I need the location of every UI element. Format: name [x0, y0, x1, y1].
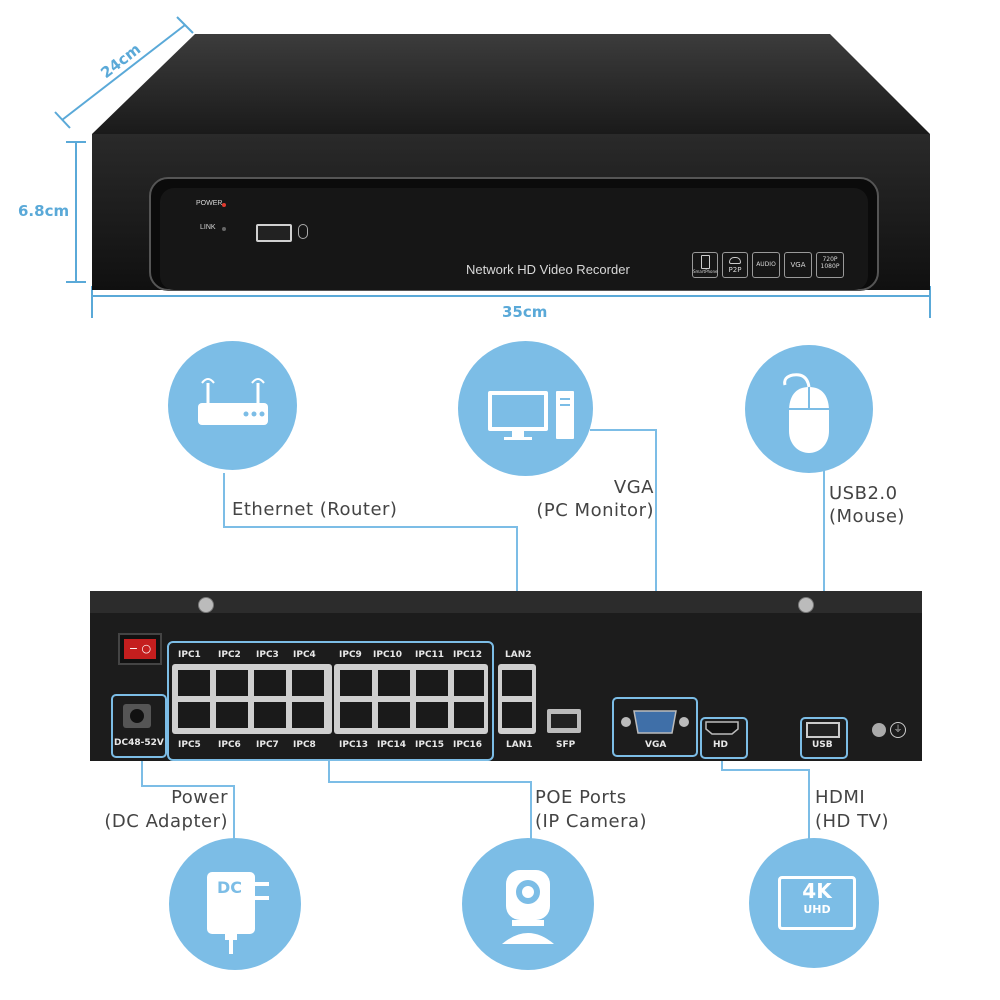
usb-port-label: USB: [812, 740, 833, 750]
port-label: IPC11: [415, 650, 445, 660]
link-indicator-label: LINK: [200, 224, 216, 231]
audio-badge: AUDIO: [752, 252, 780, 278]
lan2-label: LAN2: [505, 650, 532, 660]
usb-port-highlight: [800, 717, 848, 759]
vga-badge: VGA: [784, 252, 812, 278]
port-label: IPC3: [256, 650, 279, 660]
router-icon: [198, 378, 268, 425]
port-label: IPC16: [453, 740, 483, 750]
product-name: Network HD Video Recorder: [466, 262, 630, 277]
smartphone-badge: SmartPhone: [692, 252, 718, 278]
ip-camera-icon: [502, 870, 554, 944]
port-label: IPC7: [256, 740, 279, 750]
dimension-lines: [54, 16, 931, 318]
port-label: IPC10: [373, 650, 403, 660]
port-label: IPC1: [178, 650, 201, 660]
dc-input-highlight: [111, 694, 167, 758]
poe-rj45-ports[interactable]: [170, 664, 490, 736]
port-label: IPC13: [339, 740, 369, 750]
dc-input-jack[interactable]: [123, 704, 151, 728]
vga-callout-desc: (PC Monitor): [536, 500, 654, 521]
dc-icon-text: DC: [217, 878, 243, 897]
port-label: IPC15: [415, 740, 445, 750]
poe-ports-highlight: [167, 641, 494, 761]
hdmi-callout-title: HDMI: [815, 787, 866, 808]
dc-input-label: DC48-52V: [114, 738, 164, 748]
hdmi-port-label: HD: [713, 740, 729, 750]
mouse-icon: [298, 224, 308, 239]
mouse-icon-large: [783, 373, 829, 453]
ground-symbol-icon: ⏚: [890, 722, 906, 738]
nvr-front-chassis: [92, 34, 930, 291]
port-label: IPC6: [218, 740, 241, 750]
ethernet-callout: Ethernet (Router): [232, 499, 398, 520]
power-callout-title: Power: [171, 787, 228, 808]
uhd-4k-icon: 4K UHD: [778, 876, 856, 930]
port-label: IPC14: [377, 740, 407, 750]
power-led: [222, 203, 226, 207]
poe-callout-desc: (IP Camera): [535, 811, 648, 832]
port-label: IPC5: [178, 740, 201, 750]
power-callout-desc: (DC Adapter): [104, 811, 228, 832]
width-dimension: 35cm: [502, 303, 548, 321]
hd-tv-circle: [749, 838, 879, 968]
height-dimension: 6.8cm: [18, 202, 70, 220]
port-label: IPC2: [218, 650, 241, 660]
port-label: IPC4: [293, 650, 316, 660]
poe-callout-title: POE Ports: [535, 787, 627, 808]
hdmi-callout-desc: (HD TV): [815, 811, 889, 832]
link-led: [222, 227, 226, 231]
hdmi-port[interactable]: [704, 720, 740, 736]
resolution-badge: 720P 1080P: [816, 252, 844, 278]
hdmi-port-highlight: [700, 717, 748, 759]
rear-usb-port[interactable]: [806, 722, 840, 738]
vga-port[interactable]: [620, 707, 690, 737]
p2p-badge: P2P: [722, 252, 748, 278]
power-indicator-label: POWER: [196, 200, 223, 207]
power-switch[interactable]: − ○: [118, 633, 162, 665]
vga-port-highlight: [612, 697, 698, 757]
usb-callout-title: USB2.0: [829, 483, 898, 504]
port-label: IPC9: [339, 650, 362, 660]
lan1-label: LAN1: [506, 740, 533, 750]
vga-port-label: VGA: [645, 740, 667, 750]
port-label: IPC8: [293, 740, 316, 750]
screw-icon: [198, 597, 214, 613]
sfp-port[interactable]: [547, 709, 581, 733]
front-usb-port[interactable]: [256, 224, 292, 242]
screw-icon: [798, 597, 814, 613]
pc-monitor-icon: [488, 391, 574, 440]
ground-screw-icon: [872, 723, 886, 737]
port-label: IPC12: [453, 650, 483, 660]
sfp-label: SFP: [556, 740, 576, 750]
vga-callout-title: VGA: [613, 477, 654, 498]
dc-adapter-icon: [207, 872, 269, 954]
usb-callout-desc: (Mouse): [829, 506, 905, 527]
lan-ports[interactable]: [498, 664, 538, 736]
